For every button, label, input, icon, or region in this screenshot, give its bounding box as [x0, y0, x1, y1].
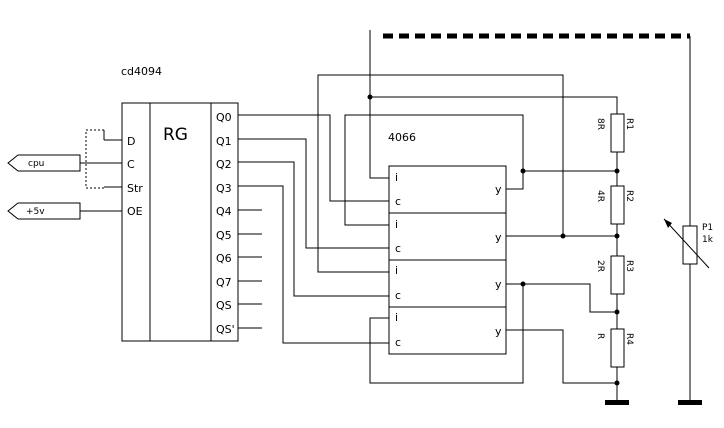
wire-sw2-in — [344, 114, 524, 226]
pin-q7: Q7 — [216, 276, 232, 289]
r3-name: R3 — [624, 260, 634, 272]
pin-qs-prime: QS' — [216, 323, 235, 336]
pin-d: D — [127, 135, 135, 148]
switch3-input: i — [395, 264, 398, 277]
pin-q0: Q0 — [216, 111, 232, 124]
r1-name: R1 — [624, 118, 634, 130]
switch4-control: c — [395, 336, 401, 349]
supply-connector: +5v — [7, 202, 81, 220]
wire-sw4-out — [506, 329, 617, 384]
resistor-r3 — [610, 255, 625, 295]
switch1-control: c — [395, 195, 401, 208]
resistor-r1 — [610, 113, 625, 153]
switch4-output: y — [495, 325, 502, 338]
wire-sw3-out — [506, 283, 617, 313]
r2-name: R2 — [624, 190, 634, 202]
switch2-output: y — [495, 231, 502, 244]
junction-dot — [614, 309, 620, 315]
r4-value: R — [595, 333, 605, 339]
p1-value: 1k — [702, 235, 714, 245]
p1-name: P1 — [702, 223, 713, 233]
pin-q6: Q6 — [216, 252, 232, 265]
supply-label: +5v — [26, 207, 45, 217]
switch2-input: i — [395, 218, 398, 231]
switch3-output: y — [495, 278, 502, 291]
junction-dot — [520, 281, 526, 287]
potentiometer-p1 — [682, 225, 698, 265]
switch-chip — [388, 165, 507, 355]
switch1-input: i — [395, 171, 398, 184]
pin-q1: Q1 — [216, 135, 232, 148]
register-chip — [121, 102, 239, 342]
chip-switch-name: 4066 — [388, 131, 416, 144]
junction-dot — [560, 233, 566, 239]
ground-symbol — [605, 400, 629, 405]
wire-q3 — [238, 185, 389, 344]
pin-qs: QS — [216, 299, 232, 312]
pin-c: C — [127, 158, 135, 171]
wire-sw4-in — [369, 284, 524, 384]
wire-q2 — [238, 161, 389, 297]
pin-q2: Q2 — [216, 158, 232, 171]
wire-q1 — [238, 138, 389, 249]
cpu-label: cpu — [28, 159, 44, 169]
wire-sw1-out — [506, 170, 617, 190]
switch4-input: i — [395, 311, 398, 324]
junction-dot — [614, 168, 620, 174]
r3-value: 2R — [595, 260, 605, 272]
dotted-jumper — [85, 129, 104, 189]
switch2-control: c — [395, 242, 401, 255]
cpu-connector: cpu — [7, 154, 81, 172]
pin-q5: Q5 — [216, 229, 232, 242]
r2-value: 4R — [595, 190, 605, 202]
pin-oe: OE — [127, 205, 143, 218]
junction-dot — [614, 380, 620, 386]
junction-dot — [614, 233, 620, 239]
chip-register-name: cd4094 — [121, 65, 162, 78]
pin-q4: Q4 — [216, 205, 232, 218]
junction-dot — [367, 94, 373, 100]
potentiometer-arrow — [663, 218, 710, 269]
junction-dot — [520, 168, 526, 174]
wire-main-vertical — [369, 30, 389, 179]
wire-sw3-in — [317, 74, 564, 273]
switch1-output: y — [495, 183, 502, 196]
r4-name: R4 — [624, 333, 634, 345]
wire-q0 — [238, 114, 389, 202]
switch3-control: c — [395, 289, 401, 302]
resistor-r2 — [610, 185, 625, 225]
r1-value: 8R — [595, 118, 605, 130]
register-block-label: RG — [163, 125, 188, 145]
pin-q3: Q3 — [216, 182, 232, 195]
pin-str: Str — [127, 182, 143, 195]
wire-top-bus — [370, 96, 618, 114]
resistor-r4 — [610, 328, 625, 368]
